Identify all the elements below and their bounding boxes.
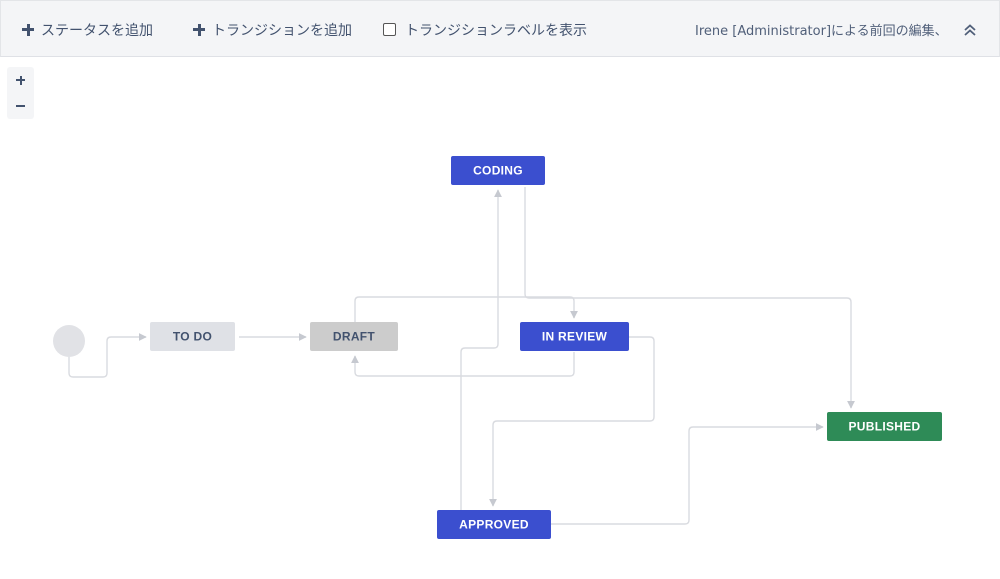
add-transition-button[interactable]: トランジションを追加 [193,1,352,58]
double-chevron-up-icon[interactable] [961,21,979,39]
status-label-published: PUBLISHED [848,420,920,434]
plus-icon [193,23,205,36]
transition-in-review-draft[interactable] [351,352,575,377]
status-label-coding: CODING [473,164,523,178]
transition-coding-published[interactable] [524,187,855,409]
status-label-approved: APPROVED [459,518,529,532]
zoom-out-button[interactable] [7,93,34,119]
add-status-label: ステータスを追加 [41,22,153,39]
status-node-draft[interactable]: DRAFT [310,322,398,351]
transition-approved-published[interactable] [551,423,824,525]
workflow-diagram: TO DO DRAFT CODING IN REVIEW APPROVED PU… [53,156,942,539]
status-node-approved[interactable]: APPROVED [437,510,551,539]
status-label-draft: DRAFT [333,330,376,344]
workflow-toolbar: ステータスを追加 トランジションを追加 トランジションラベルを表示 Irene … [0,0,1000,57]
show-transition-labels-checkbox[interactable] [383,23,396,36]
zoom-in-button[interactable] [7,67,34,93]
start-node[interactable] [53,325,85,357]
transition-approved-coding[interactable] [460,189,502,510]
status-node-todo[interactable]: TO DO [150,322,235,351]
transition-start-todo[interactable] [68,333,147,378]
show-transition-labels-label: トランジションラベルを表示 [405,22,587,39]
add-transition-label: トランジションを追加 [212,22,352,39]
transition-draft-in-review[interactable] [354,296,578,322]
status-node-in-review[interactable]: IN REVIEW [520,322,629,351]
zoom-controls [7,67,34,119]
status-node-coding[interactable]: CODING [451,156,545,185]
transition-in-review-approved[interactable] [489,336,655,507]
status-label-in-review: IN REVIEW [542,330,608,344]
status-node-published[interactable]: PUBLISHED [827,412,942,441]
plus-icon [22,23,34,36]
add-status-button[interactable]: ステータスを追加 [22,1,153,58]
show-transition-labels-toggle[interactable]: トランジションラベルを表示 [383,1,587,58]
last-edited-info: Irene [Administrator]による前回の編集、 [695,24,948,39]
status-label-todo: TO DO [173,330,212,344]
